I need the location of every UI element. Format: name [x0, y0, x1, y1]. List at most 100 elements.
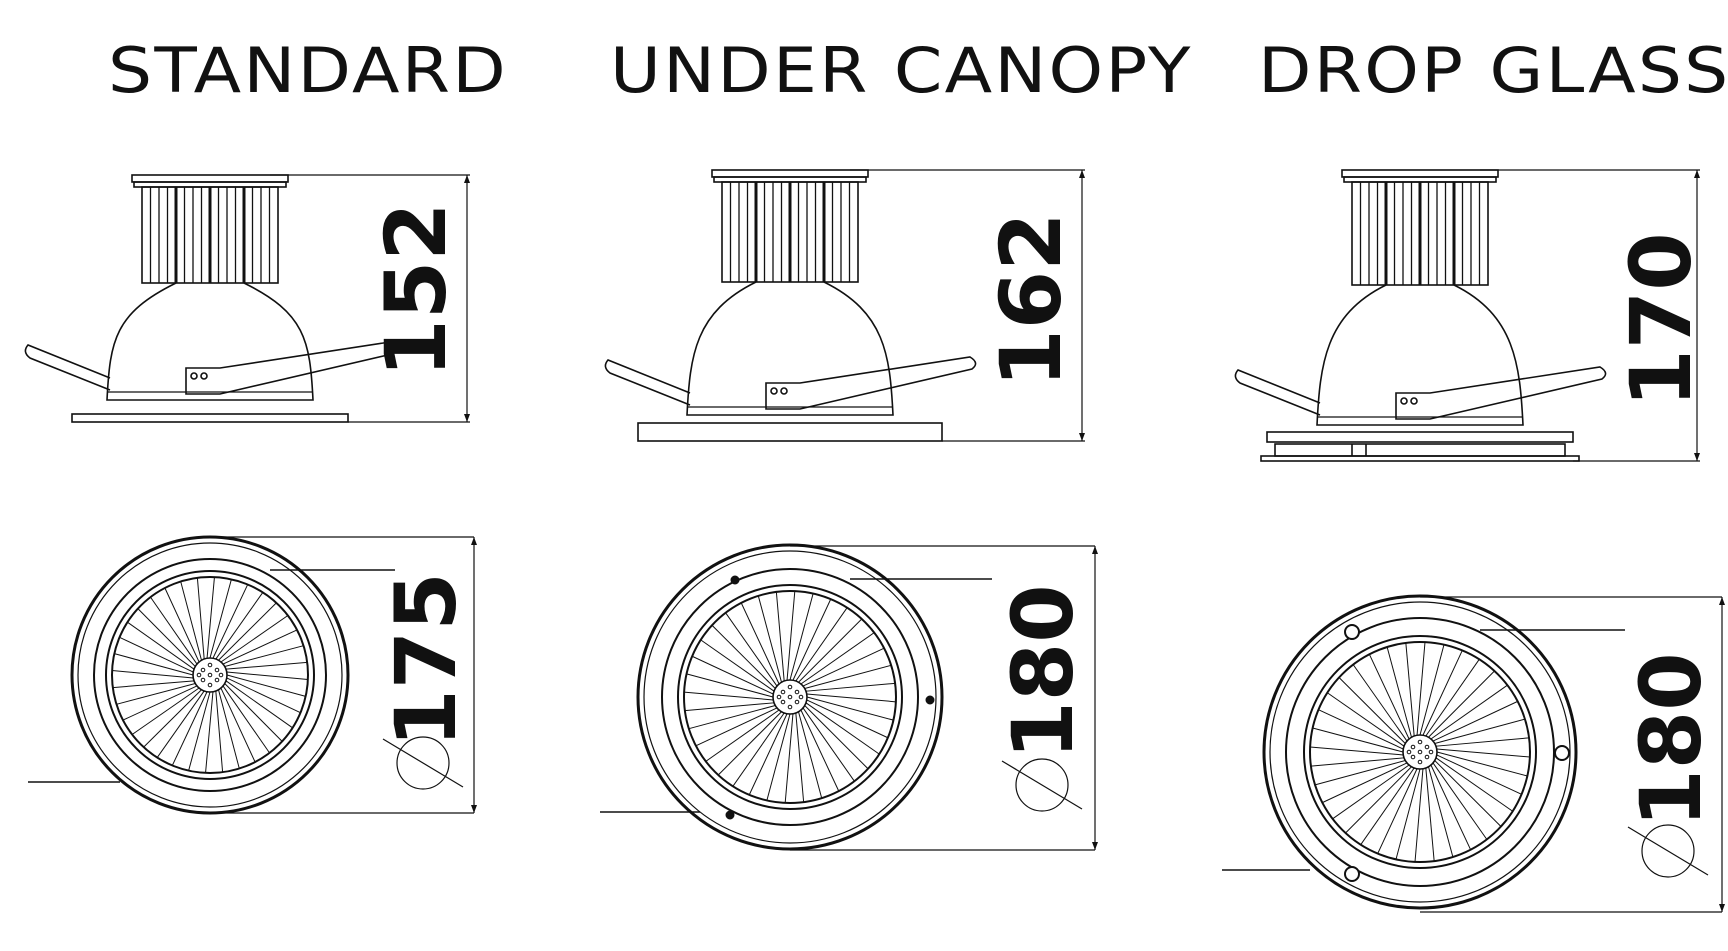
- diameter-symbol: [1015, 758, 1069, 812]
- led-chip: [1406, 749, 1412, 755]
- reflector-facet: [222, 685, 270, 754]
- dimension-arrow: [471, 805, 477, 813]
- trim-ring: [93, 558, 327, 792]
- reflector-housing: [1316, 284, 1524, 426]
- left-spring-clip: [604, 359, 691, 406]
- led-chip: [207, 682, 213, 688]
- front-view-3: [1222, 594, 1725, 913]
- reflector-facet: [684, 702, 775, 712]
- outer-bezel-ring: [1262, 594, 1578, 910]
- led-chip: [780, 699, 786, 705]
- fixing-screw: [1344, 866, 1360, 882]
- reflector-facet: [1425, 767, 1435, 862]
- reflector-facet: [220, 615, 289, 663]
- clip-rivet: [1400, 397, 1408, 405]
- led-chip: [798, 694, 804, 700]
- clip-rivet: [190, 372, 198, 380]
- reflector-facet: [1435, 757, 1513, 812]
- reflector-facet: [119, 636, 194, 673]
- reflector-facet: [748, 713, 788, 796]
- reflector-facet: [188, 691, 211, 771]
- reflector-facet: [220, 687, 256, 763]
- height-dimension-1: 152: [367, 202, 465, 377]
- side-views: [24, 169, 1700, 462]
- led-chip: [218, 672, 224, 678]
- reflector-facet: [804, 664, 892, 689]
- right-spring-clip: [1395, 366, 1607, 420]
- side-view-2: [604, 169, 1085, 442]
- reflector-facet: [1314, 760, 1406, 786]
- reflector-facet: [766, 713, 791, 801]
- reflector-rim: [1303, 635, 1537, 869]
- led-chip: [200, 667, 206, 673]
- clip-rivet: [780, 387, 788, 395]
- reflector-facet: [802, 707, 855, 782]
- reflector-rim: [677, 584, 903, 810]
- reflector-facet: [700, 639, 775, 692]
- reflector-facet: [691, 655, 774, 695]
- led-chip: [787, 694, 793, 700]
- reflector-facet: [1368, 654, 1410, 740]
- reflector-facet: [725, 612, 778, 687]
- reflector-facet: [1318, 709, 1404, 750]
- led-chip: [1410, 754, 1416, 760]
- reflector-facet: [226, 674, 306, 697]
- reflector-facet: [1425, 659, 1480, 737]
- reflector-facet: [1352, 664, 1408, 742]
- reflector-facet: [688, 705, 776, 730]
- reflector-inner: [111, 576, 309, 774]
- reflector-facet: [180, 581, 202, 661]
- side-view-1: [24, 174, 470, 423]
- reflector-facet: [805, 682, 896, 692]
- led-hub: [192, 657, 228, 693]
- heatsink-cap-top: [131, 174, 289, 183]
- clip-rivet: [1410, 397, 1418, 405]
- fixing-screw: [730, 575, 740, 585]
- reflector-facet: [1428, 766, 1454, 858]
- reflector-facet: [1434, 718, 1526, 744]
- title-under-canopy: UNDER CANOPY: [610, 34, 1193, 107]
- reflector-facet: [171, 691, 208, 766]
- reflector-facet: [205, 691, 214, 773]
- reflector-facet: [116, 683, 196, 705]
- reflector-facet: [684, 691, 774, 701]
- bezel-inner-edge: [1269, 601, 1571, 903]
- title-drop-glass: DROP GLASS: [1258, 34, 1728, 107]
- diameter-symbol: [1641, 824, 1695, 878]
- reflector-facet: [226, 671, 308, 680]
- led-chip: [200, 677, 206, 683]
- heatsink-cap-top: [711, 169, 869, 178]
- reflector-facet: [222, 629, 298, 665]
- led-chip: [1410, 744, 1416, 750]
- reflector-facet: [732, 712, 785, 787]
- diameter-symbol-slash: [1001, 760, 1083, 810]
- dimension-arrow: [1694, 453, 1700, 461]
- dimension-arrow: [1092, 546, 1098, 554]
- dimension-arrow: [464, 414, 470, 422]
- reflector-facet: [789, 593, 814, 681]
- fixing-screw: [725, 810, 735, 820]
- led-chip: [1428, 749, 1434, 755]
- diameter-dimension-2: 180: [994, 584, 1092, 759]
- led-chip: [1417, 759, 1423, 765]
- dimension-arrow: [1694, 170, 1700, 178]
- reflector-facet: [224, 683, 283, 742]
- led-chip: [794, 689, 800, 695]
- reflector-facet: [1432, 700, 1518, 742]
- reflector-facet: [1430, 684, 1508, 740]
- led-chip: [214, 667, 220, 673]
- reflector-facet: [226, 677, 301, 714]
- reflector-facet: [802, 647, 885, 687]
- reflector-facet: [1434, 760, 1502, 827]
- reflector-facet: [705, 709, 780, 762]
- reflector-housing: [686, 281, 894, 416]
- reflector-facet: [1436, 754, 1522, 795]
- reflector-facet: [1386, 646, 1412, 738]
- title-standard: STANDARD: [108, 34, 508, 107]
- reflector-facet: [122, 685, 198, 721]
- reflector-facet: [1432, 762, 1488, 840]
- reflector-facet: [215, 592, 264, 660]
- reflector-facet: [1322, 762, 1408, 804]
- reflector-inner: [683, 590, 897, 804]
